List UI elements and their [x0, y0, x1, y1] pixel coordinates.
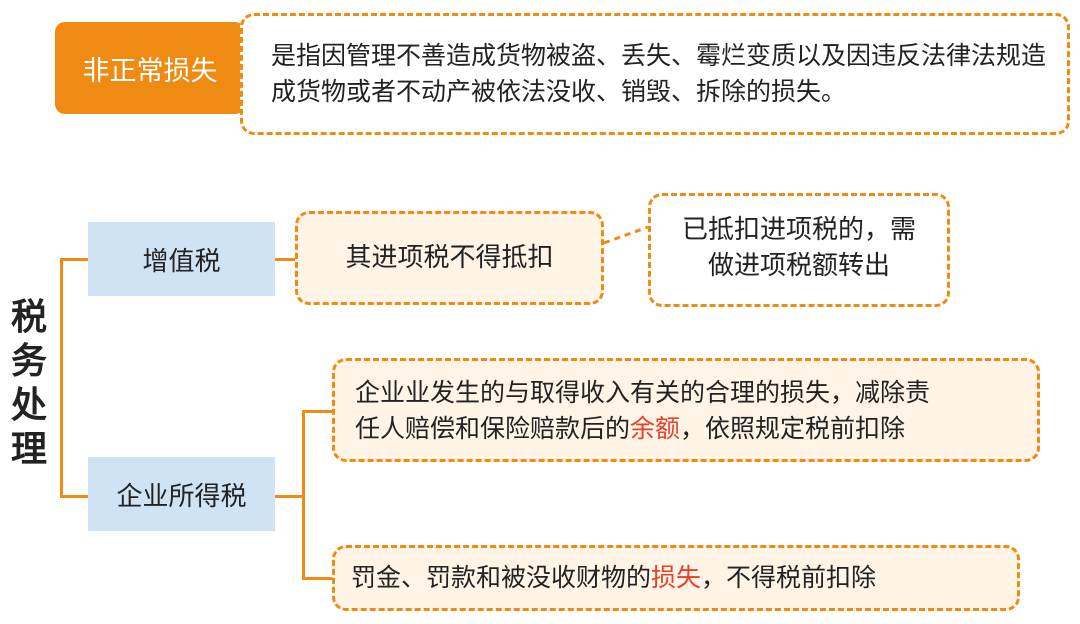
- main-bracket-bottom: [60, 495, 90, 498]
- cit-rule1-text: 任人赔偿和保险赔款后的: [355, 414, 631, 443]
- cit-rule2-text: 罚金、罚款和被没收财物的: [351, 563, 652, 592]
- side-title-char: 理: [10, 429, 47, 470]
- cit-rule2-box: 罚金、罚款和被没收财物的损失，不得税前扣除: [332, 545, 1020, 611]
- cit-label: 企业所得税: [116, 481, 247, 512]
- cit-connector: [275, 495, 305, 498]
- main-bracket-vertical: [60, 258, 63, 498]
- cit-rule1-line: 任人赔偿和保险赔款后的余额，依照规定税前扣除: [355, 411, 1037, 447]
- cit-rule2-text: ，不得税前扣除: [701, 563, 877, 592]
- highlight-balance: 余额: [630, 414, 681, 443]
- definition-box: 是指因管理不善造成货物被盗、丢失、霉烂变质以及因违反法律法规造成货物或者不动产被…: [240, 13, 1070, 135]
- highlight-loss: 损失: [651, 563, 702, 592]
- cit-bracket-top: [302, 410, 334, 413]
- vat-label: 增值税: [142, 246, 221, 277]
- cit-rule1-box: 企业业发生的与取得收入有关的合理的损失，减除责 任人赔偿和保险赔款后的余额，依照…: [332, 358, 1040, 462]
- vat-connector: [275, 258, 297, 261]
- term-tag-label: 非正常损失: [82, 55, 218, 87]
- term-tag: 非正常损失: [55, 22, 245, 114]
- vat-note-line: 已抵扣进项税的，需: [681, 215, 916, 245]
- side-title-char: 务: [10, 341, 47, 382]
- cit-rule1-line: 企业业发生的与取得收入有关的合理的损失，减除责: [355, 378, 931, 407]
- vat-note-line: 做进项税额转出: [707, 251, 890, 281]
- side-title-char: 税: [10, 297, 47, 338]
- vat-rule-box: 其进项税不得抵扣: [295, 211, 604, 305]
- vat-rule-text: 其进项税不得抵扣: [345, 243, 554, 273]
- definition-text: 是指因管理不善造成货物被盗、丢失、霉烂变质以及因违反法律法规造成货物或者不动产被…: [271, 41, 1047, 106]
- cit-box: 企业所得税: [88, 457, 275, 531]
- vat-box: 增值税: [88, 222, 275, 296]
- vat-note-box: 已抵扣进项税的，需 做进项税额转出: [648, 193, 950, 307]
- cit-bracket-vertical: [302, 410, 305, 580]
- side-title-char: 处: [10, 385, 47, 426]
- cit-bracket-bottom: [302, 577, 334, 580]
- cit-rule1-text: ，依照规定税前扣除: [680, 414, 906, 443]
- main-bracket-top: [60, 258, 90, 261]
- cit-rule2-line: 罚金、罚款和被没收财物的损失，不得税前扣除: [351, 560, 1017, 596]
- side-title: 税 务 处 理: [4, 296, 54, 472]
